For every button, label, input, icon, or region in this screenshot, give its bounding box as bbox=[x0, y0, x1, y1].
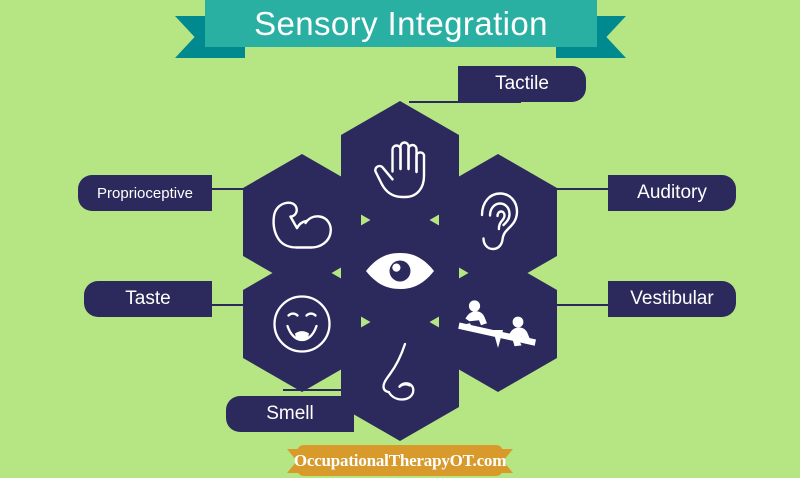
footer-brand-badge[interactable]: OccupationalTherapyOT.com bbox=[293, 445, 507, 476]
flexed-arm-icon bbox=[269, 194, 335, 250]
connector-auditory bbox=[542, 188, 614, 190]
ribbon-band bbox=[205, 0, 597, 47]
connector-proprioceptive bbox=[185, 188, 255, 190]
label-auditory[interactable]: Auditory bbox=[608, 175, 736, 211]
connector-vestibular bbox=[542, 304, 614, 306]
label-tactile[interactable]: Tactile bbox=[458, 66, 586, 102]
label-proprioceptive[interactable]: Proprioceptive bbox=[78, 175, 212, 211]
smiling-face-tongue-icon bbox=[271, 293, 333, 355]
footer-brand-text: OccupationalTherapyOT.com bbox=[293, 450, 507, 470]
connector-taste bbox=[185, 304, 255, 306]
nose-icon bbox=[374, 341, 426, 405]
hand-icon bbox=[372, 138, 428, 200]
label-vestibular[interactable]: Vestibular bbox=[608, 281, 736, 317]
label-taste-text: Taste bbox=[125, 288, 171, 309]
label-tactile-text: Tactile bbox=[495, 73, 549, 94]
connector-tactile bbox=[409, 101, 521, 103]
ear-icon bbox=[473, 190, 523, 254]
label-smell-text: Smell bbox=[266, 403, 314, 424]
label-proprioceptive-text: Proprioceptive bbox=[97, 184, 193, 202]
label-taste[interactable]: Taste bbox=[84, 281, 212, 317]
label-vestibular-text: Vestibular bbox=[630, 288, 714, 309]
label-smell[interactable]: Smell bbox=[226, 396, 354, 432]
eye-icon bbox=[364, 251, 436, 291]
seesaw-icon bbox=[455, 297, 541, 351]
page-title: Sensory Integration bbox=[254, 5, 548, 42]
connector-smell bbox=[283, 389, 395, 391]
label-auditory-text: Auditory bbox=[637, 182, 707, 203]
